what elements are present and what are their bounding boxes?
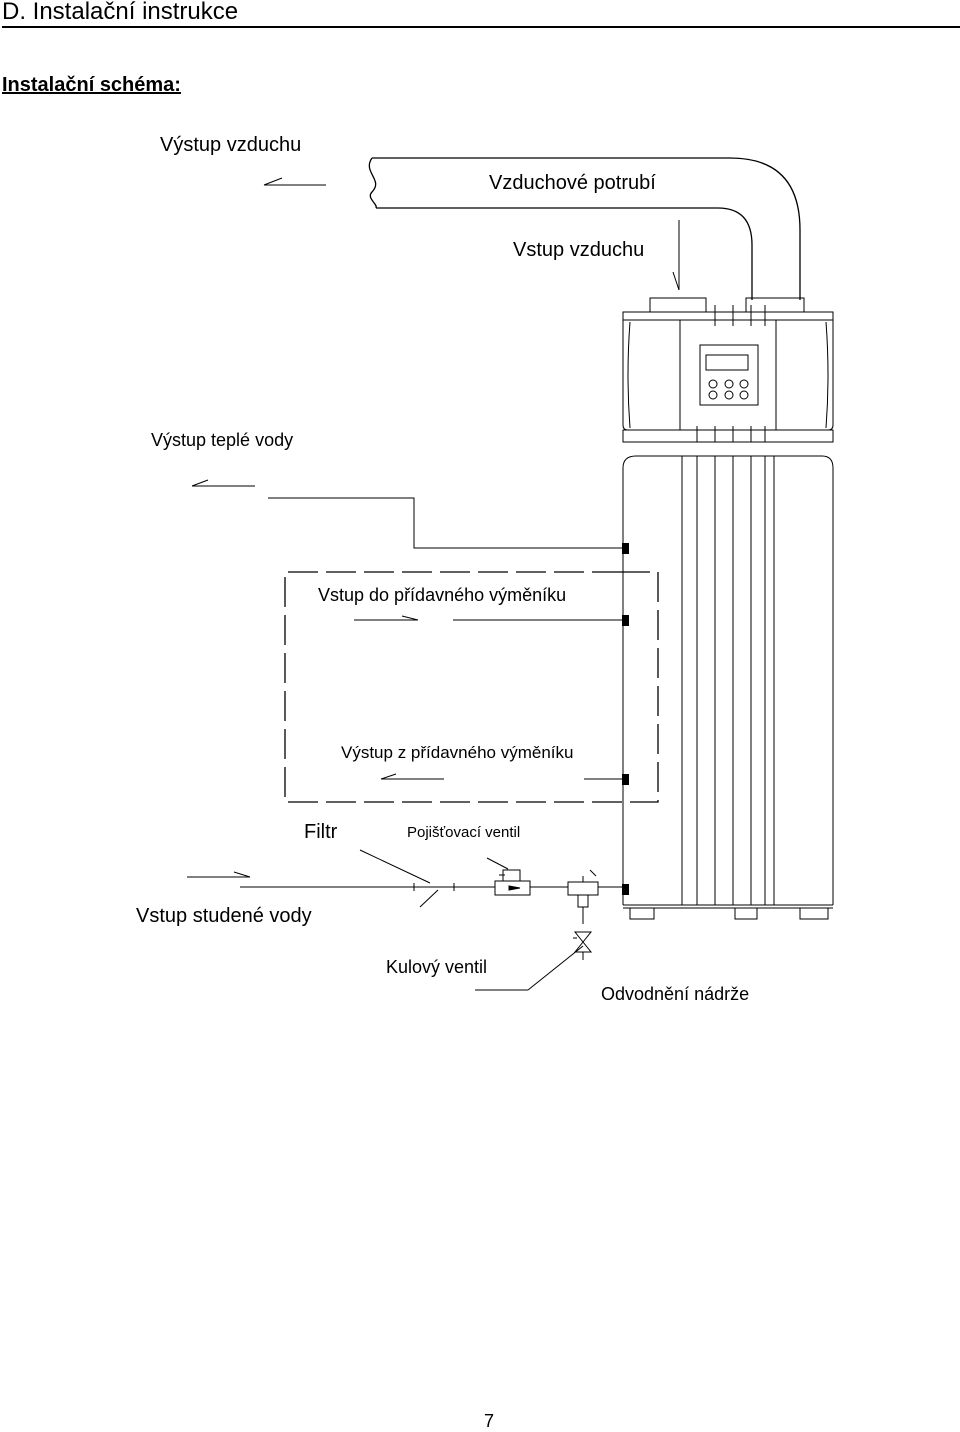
- ball-valve-symbol: [573, 931, 593, 960]
- label-filter: Filtr: [304, 821, 338, 843]
- control-button: [724, 390, 734, 400]
- label-air-duct: Vzduchové potrubí: [489, 172, 656, 194]
- cold-water-port: [622, 884, 629, 895]
- hot-water-arrow: [191, 479, 255, 487]
- filter-symbol: [359, 849, 439, 908]
- aux-inlet-port: [622, 615, 629, 626]
- label-aux-exchanger-inlet: Vstup do přídavného výměníku: [318, 585, 566, 605]
- control-button: [739, 379, 749, 389]
- cold-water-arrow: [187, 871, 251, 878]
- leader-lines: [475, 945, 584, 991]
- control-button: [724, 379, 734, 389]
- control-button: [708, 390, 718, 400]
- drain-tee-symbol: [567, 869, 599, 924]
- label-ball-valve: Kulový ventil: [386, 957, 487, 977]
- label-aux-exchanger-outlet: Výstup z přídavného výměníku: [341, 743, 573, 762]
- label-safety-valve: Pojišťovací ventil: [407, 824, 520, 841]
- diagram-labels: Výstup vzduchu Vzduchové potrubí Vstup v…: [136, 134, 749, 1004]
- control-button: [708, 379, 718, 389]
- hot-water-port: [622, 543, 629, 554]
- tank-ports: [622, 543, 629, 895]
- hot-water-pipe: [268, 497, 622, 549]
- control-panel: [699, 344, 759, 406]
- section-title: D. Instalační instrukce: [2, 0, 960, 28]
- aux-outlet-port: [622, 774, 629, 785]
- label-tank-drain: Odvodnění nádrže: [601, 984, 749, 1004]
- air-inlet-arrow: [672, 220, 680, 291]
- label-hot-water-outlet: Výstup teplé vody: [151, 430, 293, 450]
- aux-exchanger-loop: [284, 571, 659, 803]
- label-air-inlet: Vstup vzduchu: [513, 239, 644, 261]
- air-duct: [368, 157, 801, 300]
- safety-valve-symbol: [486, 857, 531, 896]
- aux-inlet-arrow: [354, 615, 622, 621]
- label-air-outlet: Výstup vzduchu: [160, 134, 301, 156]
- cold-water-pipe: [240, 883, 622, 891]
- aux-outlet-arrow: [380, 773, 622, 780]
- air-outlet-arrow: [263, 177, 326, 186]
- control-button: [739, 390, 749, 400]
- lcd-display: [705, 354, 749, 371]
- page-number: 7: [484, 1411, 495, 1431]
- heat-pump-head: [622, 297, 834, 443]
- diagram-subtitle: Instalační schéma:: [2, 74, 181, 96]
- label-cold-water-inlet: Vstup studené vody: [136, 905, 312, 927]
- water-tank: [622, 455, 834, 920]
